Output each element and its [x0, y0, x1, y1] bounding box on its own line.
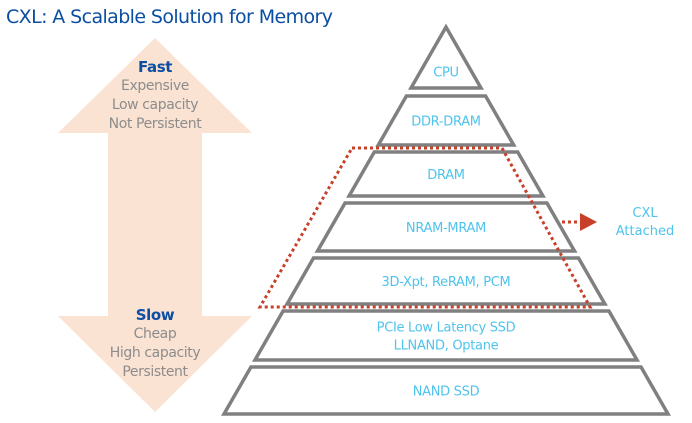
fast-detail: Expensive	[121, 78, 189, 94]
pyramid-layer-label: CPU	[433, 66, 459, 81]
pyramid-layer-dram	[346, 150, 546, 198]
pyramid-layer-label: NRAM-MRAM	[406, 221, 486, 236]
cxl-attached-outline	[257, 146, 593, 309]
pyramid-layer-label: NAND SSD	[413, 385, 480, 400]
pyramid-layer-label: 3D-Xpt, ReRAM, PCM	[382, 275, 511, 290]
slow-label-group: Slow Cheap High capacity Persistent	[55, 306, 255, 382]
cxl-attached-label: CXL Attached	[600, 205, 690, 241]
slow-detail: Persistent	[122, 364, 188, 380]
slow-detail: High capacity	[109, 345, 201, 361]
cxl-label-line: CXL	[632, 206, 658, 221]
page-title: CXL: A Scalable Solution for Memory	[6, 6, 333, 28]
pyramid-layer-label: LLNAND, Optane	[394, 339, 499, 354]
cxl-label-line: Attached	[615, 224, 675, 239]
pyramid-layer-nand-ssd	[220, 365, 672, 416]
pyramid-layer-nram-mram	[314, 201, 578, 253]
fast-label-group: Fast Expensive Low capacity Not Persiste…	[55, 58, 255, 134]
pyramid-layer-ddr-dram	[375, 94, 517, 147]
fast-detail: Low capacity	[111, 97, 199, 113]
slow-heading: Slow	[135, 306, 175, 324]
pyramid-layer-pcie-low-latency-ssd	[251, 309, 641, 362]
pyramid-layer-label: DDR-DRAM	[411, 115, 480, 130]
fast-detail: Not Persistent	[108, 116, 202, 132]
pyramid-layer-label: PCIe Low Latency SSD	[377, 321, 516, 336]
pyramid: CPU DDR-DRAM DRAM NRAM-MRAM 3D-Xpt, ReRAM, P…	[220, 23, 672, 416]
pyramid-layer-cpu	[407, 23, 485, 90]
pyramid-layer-3d-xpt-reram-pcm	[284, 256, 608, 306]
cxl-callout-arrowhead	[580, 213, 597, 231]
speed-arrow	[58, 38, 252, 412]
pyramid-layer-label: DRAM	[427, 168, 464, 183]
fast-heading: Fast	[138, 58, 172, 76]
slow-detail: Cheap	[133, 326, 177, 342]
